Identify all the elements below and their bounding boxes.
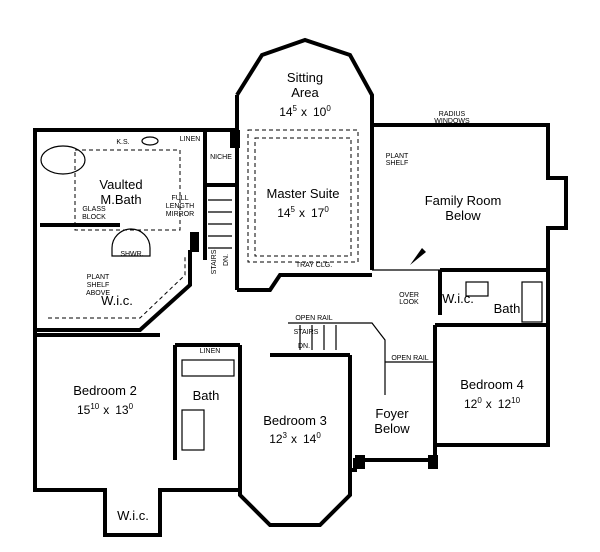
label: Area	[291, 85, 319, 100]
room-foyer: Foyer Below	[374, 406, 410, 436]
bathtub-icon	[40, 145, 86, 175]
label: Bedroom 4	[460, 377, 524, 392]
svg-text:ABOVE: ABOVE	[86, 290, 110, 297]
walls	[33, 37, 568, 537]
svg-text:SHELF: SHELF	[386, 160, 409, 167]
room-wic-bottom: W.i.c.	[117, 508, 149, 523]
sink-icon	[141, 136, 159, 146]
svg-text:NICHE: NICHE	[210, 154, 232, 161]
svg-text:DN.: DN.	[223, 254, 230, 266]
label: Master Suite	[267, 186, 340, 201]
svg-text:LOOK: LOOK	[399, 299, 419, 306]
svg-text:K.S.: K.S.	[116, 139, 129, 146]
svg-text:GLASS: GLASS	[82, 206, 106, 213]
label: Below	[445, 208, 481, 223]
svg-text:DN.: DN.	[298, 343, 310, 350]
svg-text:RADIUS: RADIUS	[439, 111, 466, 118]
room-bath-center: Bath	[193, 388, 220, 403]
room-wic-right: W.i.c.	[442, 291, 474, 306]
room-master-wic: W.i.c.	[101, 293, 133, 308]
svg-text:STAIRS: STAIRS	[211, 249, 218, 274]
svg-text:OVER: OVER	[399, 292, 419, 299]
svg-text:SHELF: SHELF	[87, 282, 110, 289]
annotations: K.S. LINEN NICHE GLASS BLOCK FULL LENGTH…	[82, 111, 470, 362]
label: M.Bath	[100, 192, 141, 207]
label: Sitting	[287, 70, 323, 85]
label: Family Room	[425, 193, 502, 208]
svg-text:WINDOWS: WINDOWS	[434, 118, 470, 125]
room-master-bath: Vaulted M.Bath	[99, 177, 142, 207]
svg-text:PLANT: PLANT	[386, 153, 409, 160]
svg-text:FULL: FULL	[171, 195, 188, 202]
room-bath-right: Bath	[494, 301, 521, 316]
label: Bedroom 3	[263, 413, 327, 428]
svg-text:SHWR.: SHWR.	[120, 251, 143, 258]
label: Vaulted	[99, 177, 142, 192]
svg-text:LENGTH: LENGTH	[166, 203, 194, 210]
label: Bedroom 2	[73, 383, 137, 398]
svg-text:LINEN: LINEN	[200, 348, 221, 355]
svg-text:MIRROR: MIRROR	[166, 211, 194, 218]
svg-text:BLOCK: BLOCK	[82, 214, 106, 221]
room-family-room: Family Room Below	[425, 193, 502, 223]
svg-text:STAIRS: STAIRS	[294, 329, 319, 336]
label: Foyer	[375, 406, 409, 421]
svg-text:PLANT: PLANT	[87, 274, 110, 281]
overlook-arrow-icon	[410, 248, 426, 265]
svg-text:TRAY CLG.: TRAY CLG.	[296, 262, 332, 269]
svg-text:OPEN RAIL: OPEN RAIL	[391, 355, 428, 362]
svg-text:OPEN RAIL: OPEN RAIL	[295, 315, 332, 322]
shower-icon	[111, 228, 151, 257]
label: Below	[374, 421, 410, 436]
svg-text:LINEN: LINEN	[180, 136, 201, 143]
